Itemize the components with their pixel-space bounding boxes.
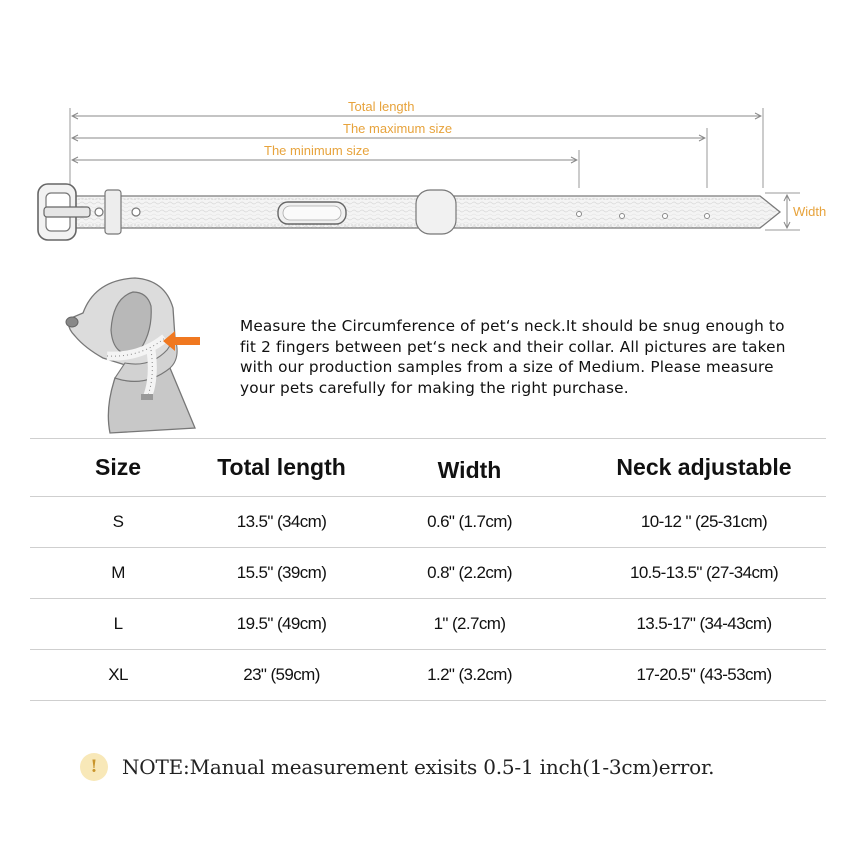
neck-adjustable-cell: 13.5-17" (34-43cm) [582, 598, 826, 650]
max-size-label: The maximum size [343, 121, 453, 136]
measure-instructions: Measure the Circumference of pet‘s neck.… [240, 317, 786, 397]
neck-adjustable-cell: 10-12 " (25-31cm) [582, 496, 826, 548]
header-neck-adjustable: Neck adjustable [582, 438, 826, 497]
size-cell: M [30, 547, 206, 599]
table-row: S 13.5" (34cm) 0.6" (1.7cm) 10-12 " (25-… [30, 496, 826, 548]
table-row: M 15.5" (39cm) 0.8" (2.2cm) 10.5-13.5" (… [30, 547, 826, 599]
width-label: Width [793, 204, 827, 219]
table-header-row: Size Total length Width Neck adjustable [30, 438, 826, 497]
size-cell: XL [30, 649, 206, 701]
width-cell: 0.6" (1.7cm) [357, 496, 582, 548]
width-cell: 1" (2.7cm) [357, 598, 582, 650]
width-cell: 1.2" (3.2cm) [357, 649, 582, 701]
neck-adjustable-cell: 17-20.5" (43-53cm) [582, 649, 826, 701]
collar-drawing [37, 183, 782, 241]
header-width: Width [357, 438, 582, 497]
total-length-cell: 23" (59cm) [206, 649, 357, 701]
total-length-cell: 19.5" (49cm) [206, 598, 357, 650]
exclamation-icon: ! [80, 753, 108, 781]
dimension-guides [69, 108, 800, 231]
table-row: XL 23" (59cm) 1.2" (3.2cm) 17-20.5" (43-… [30, 649, 826, 701]
table-row: L 19.5" (49cm) 1" (2.7cm) 13.5-17" (34-4… [30, 598, 826, 650]
total-length-cell: 13.5" (34cm) [206, 496, 357, 548]
header-size: Size [30, 438, 206, 497]
total-length-label: Total length [348, 99, 415, 114]
min-size-label: The minimum size [264, 143, 370, 158]
collar-diagram [37, 108, 800, 241]
total-length-cell: 15.5" (39cm) [206, 547, 357, 599]
measurement-note: ! NOTE:Manual measurement exisits 0.5-1 … [80, 752, 714, 782]
neck-adjustable-cell: 10.5-13.5" (27-34cm) [582, 547, 826, 599]
size-chart-table: Size Total length Width Neck adjustable … [30, 438, 826, 701]
header-total-length: Total length [206, 438, 357, 497]
width-cell: 0.8" (2.2cm) [357, 547, 582, 599]
size-cell: S [30, 496, 206, 548]
size-cell: L [30, 598, 206, 650]
dog-neck-measure-illustration [65, 277, 200, 434]
note-text: NOTE:Manual measurement exisits 0.5-1 in… [122, 755, 715, 779]
